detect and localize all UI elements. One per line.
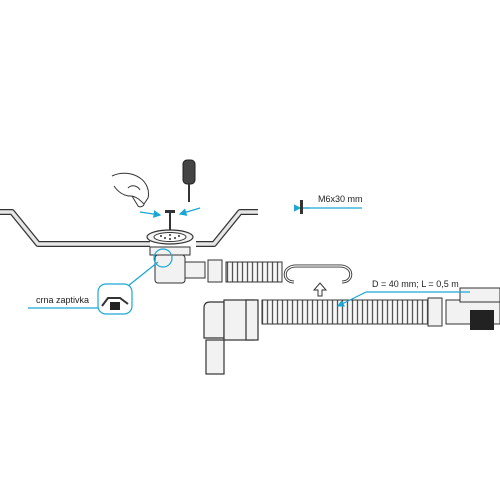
screw-arrows: [139, 207, 201, 218]
drain-strainer: [146, 229, 194, 245]
union-nut: [207, 259, 223, 283]
gasket-label: crna zaptivka: [36, 295, 90, 305]
hand-icon: [111, 172, 149, 208]
up-arrow-icon: [312, 282, 328, 297]
hose-spec-label: D = 40 mm; L = 0,5 m: [372, 279, 459, 289]
sink-profile: [0, 209, 258, 247]
gasket-callout: [28, 248, 173, 315]
screw-size-label: M6x30 mm: [318, 194, 363, 204]
trap-fitting: [445, 287, 500, 330]
short-corrugated-hose: [225, 261, 283, 283]
long-corrugated-hose: [261, 299, 429, 325]
hose-label-leader: [336, 291, 470, 307]
screw-label-leader: [294, 200, 362, 214]
elbow-fitting: [203, 299, 259, 375]
drain-body: [149, 246, 206, 284]
center-screw: [165, 210, 175, 230]
screwdriver-icon: [182, 159, 196, 202]
right-union-nut: [427, 297, 443, 327]
hose-clip-icon: [283, 264, 353, 284]
